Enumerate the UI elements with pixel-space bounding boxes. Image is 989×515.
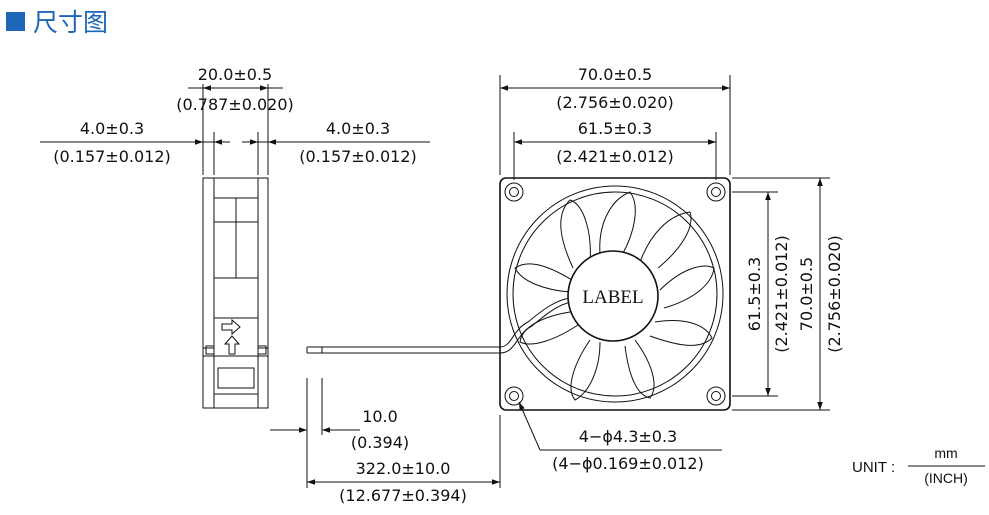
side-width-in: (0.787±0.020) <box>176 95 294 114</box>
side-width-mm: 20.0±0.5 <box>198 65 272 84</box>
mounting-hole <box>504 386 524 406</box>
wire-length-mm: 322.0±10.0 <box>356 459 451 478</box>
airflow-arrow-icon <box>221 318 241 336</box>
left-margin-in: (0.157±0.012) <box>53 147 171 166</box>
unit-legend: UNIT : mm (INCH) <box>852 445 985 486</box>
hub-label-text: LABEL <box>582 287 643 308</box>
fan-blades <box>514 191 715 401</box>
title-text: 尺寸图 <box>33 8 109 37</box>
hole-spacing-width-in: (2.421±0.012) <box>556 147 674 166</box>
hole-spec-in: (4−ϕ0.169±0.012) <box>552 454 704 473</box>
mounting-hole <box>706 386 726 406</box>
side-view: 20.0±0.5 (0.787±0.020) 4.0±0.3 (0.157±0.… <box>40 65 430 409</box>
mounting-hole <box>504 182 524 202</box>
hole-spacing-height-in: (2.421±0.012) <box>772 235 791 353</box>
hole-spacing-height-mm: 61.5±0.3 <box>745 257 764 331</box>
rotation-arrow-icon <box>223 335 241 355</box>
unit-prefix: UNIT : <box>852 459 895 476</box>
strip-length-mm: 10.0 <box>362 407 398 426</box>
unit-bottom: (INCH) <box>924 470 968 486</box>
unit-top: mm <box>934 445 957 461</box>
overall-height-mm: 70.0±0.5 <box>797 257 816 331</box>
title-square-icon <box>6 11 25 31</box>
fan-frame <box>499 177 731 411</box>
wire-length-in: (12.677±0.394) <box>339 486 467 505</box>
front-view: LABEL 70.0±0.5 (2.756±0.020) 61.5±0.3 (2… <box>499 65 844 473</box>
hub-label <box>567 250 659 342</box>
hole-spacing-width-mm: 61.5±0.3 <box>578 119 652 138</box>
overall-width-in: (2.756±0.020) <box>556 93 674 112</box>
right-margin-in: (0.157±0.012) <box>299 147 417 166</box>
overall-height-in: (2.756±0.020) <box>825 235 844 353</box>
overall-width-mm: 70.0±0.5 <box>578 65 652 84</box>
right-margin-mm: 4.0±0.3 <box>326 119 390 138</box>
hole-spec-mm: 4−ϕ4.3±0.3 <box>579 427 677 446</box>
strip-length-in: (0.394) <box>351 433 409 452</box>
left-margin-mm: 4.0±0.3 <box>80 119 144 138</box>
lead-wire: 10.0 (0.394) 322.0±10.0 (12.677±0.394) <box>270 321 533 505</box>
section-title: 尺寸图 <box>6 4 108 38</box>
mounting-hole <box>706 182 726 202</box>
